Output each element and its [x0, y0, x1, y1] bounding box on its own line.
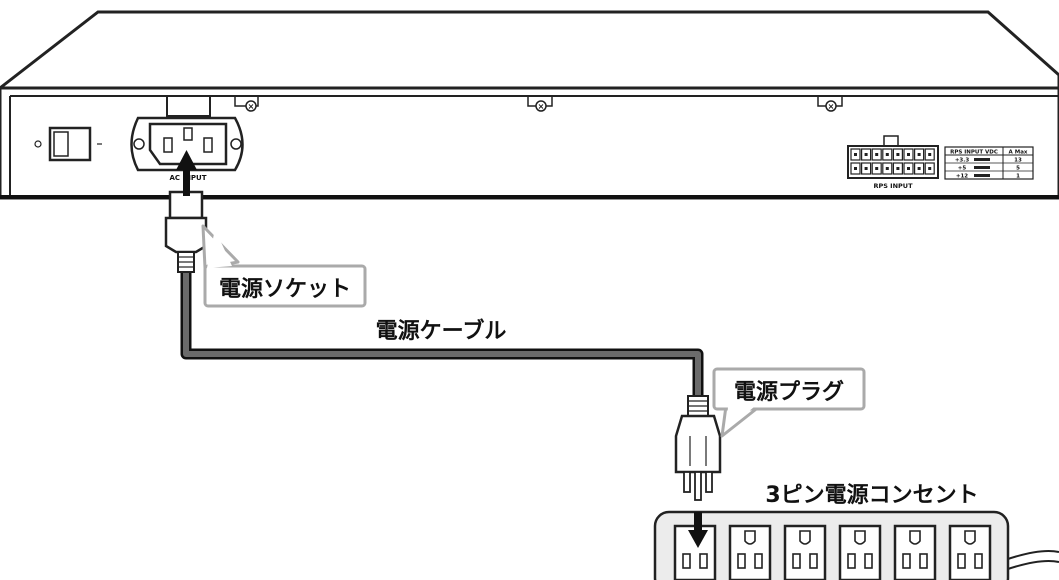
- socket-callout: [201, 224, 367, 308]
- plug-label: 電源プラグ: [734, 379, 844, 405]
- rps-input-connector: [847, 135, 939, 179]
- ac-inlet-socket: [130, 96, 244, 172]
- screw-icon: ×: [825, 100, 837, 112]
- outlet-receptacle: [893, 524, 937, 580]
- rps-table-cell: 13: [1014, 158, 1022, 164]
- screw-icon: ×: [535, 100, 547, 112]
- rps-pin: [924, 148, 935, 161]
- rps-table-header-vdc: RPS INPUT VDC: [950, 150, 998, 156]
- outlet-receptacle: [948, 524, 992, 580]
- rps-pin: [860, 162, 872, 175]
- rps-pin: [882, 148, 893, 161]
- insert-arrow-icon: [176, 150, 197, 196]
- power-switch: [34, 126, 102, 162]
- rps-input-label: RPS INPUT: [873, 182, 913, 190]
- rps-pin: [892, 162, 904, 175]
- power-strip: [653, 510, 1059, 580]
- rps-table-cell: +5: [958, 166, 967, 172]
- rps-table-cell: 1: [1016, 174, 1020, 180]
- cable-label: 電源ケーブル: [376, 318, 507, 344]
- rps-spec-table: RPS INPUT VDC A Max +3.3 13 +5 5 +12 1: [944, 146, 1034, 180]
- plug-callout: [712, 367, 866, 438]
- rps-pin: [850, 162, 861, 175]
- rps-pin: [892, 148, 904, 161]
- rps-pin: [903, 148, 914, 161]
- rps-table-header-amax: A Max: [1009, 150, 1028, 156]
- outlet-label: 3ピン電源コンセント: [765, 483, 978, 508]
- rps-pin: [924, 162, 935, 175]
- outlet-receptacle: [838, 524, 882, 580]
- rps-pin: [871, 148, 882, 161]
- svg-text:×: ×: [248, 102, 255, 111]
- rps-pin: [913, 162, 925, 175]
- rps-pin: [882, 162, 893, 175]
- screw-icon: ×: [245, 100, 257, 112]
- outlet-receptacle: [783, 524, 827, 580]
- rps-pin: [903, 162, 914, 175]
- rps-table-cell: +12: [956, 174, 968, 180]
- socket-label: 電源ソケット: [219, 277, 351, 302]
- rps-table-cell: 5: [1016, 166, 1020, 172]
- rps-pin: [913, 148, 925, 161]
- cable-connector: [164, 190, 208, 273]
- rps-pin: [850, 148, 861, 161]
- rps-table-cell: +3.3: [955, 158, 970, 164]
- power-plug: [674, 395, 722, 501]
- outlet-receptacle: [728, 524, 772, 580]
- rps-pin: [871, 162, 882, 175]
- rps-pin: [860, 148, 872, 161]
- svg-text:×: ×: [538, 102, 545, 111]
- insert-arrow-icon: [688, 512, 708, 548]
- svg-text:×: ×: [828, 102, 835, 111]
